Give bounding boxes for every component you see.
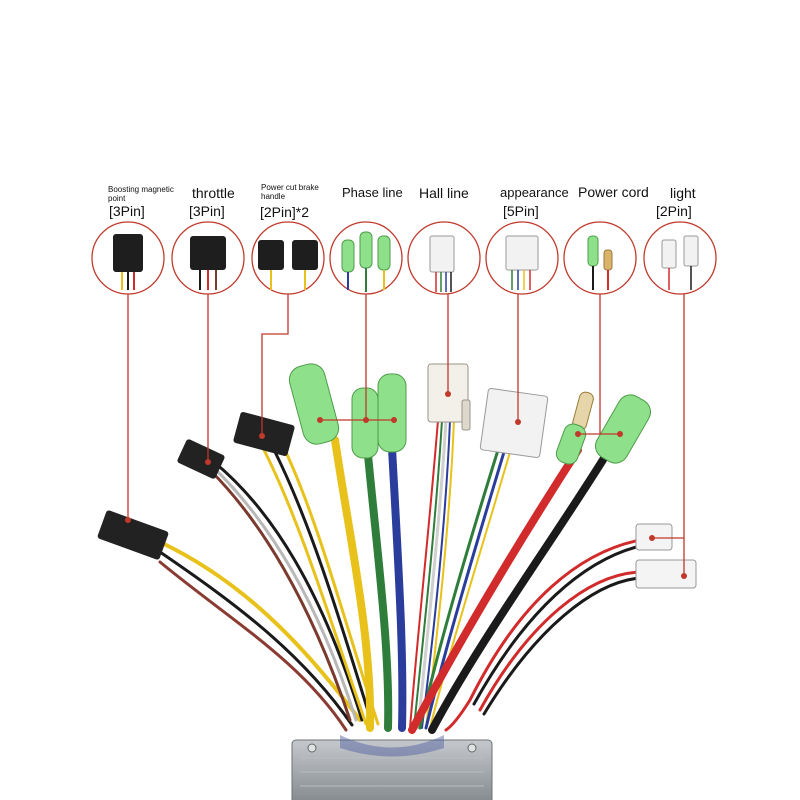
label-boosting-magnetic-point: Boosting magnetic point bbox=[108, 185, 174, 203]
mini-connector-light bbox=[661, 235, 699, 290]
connector-boosting-magnetic-point bbox=[97, 510, 169, 560]
pointer-dots bbox=[125, 391, 687, 579]
pins-throttle: [3Pin] bbox=[189, 203, 225, 219]
pins-light: [2Pin] bbox=[656, 203, 692, 219]
label-throttle: throttle bbox=[192, 185, 235, 201]
mini-connector-appearance bbox=[505, 235, 539, 290]
label-power-cut-brake-handle: Power cut brake handle bbox=[261, 183, 319, 201]
label-phase-line: Phase line bbox=[342, 185, 403, 200]
label-hall-line: Hall line bbox=[419, 185, 469, 201]
connector-light bbox=[635, 523, 697, 589]
connector-appearance bbox=[479, 388, 549, 458]
mini-connector-brake bbox=[258, 240, 318, 290]
mini-connector-throttle bbox=[190, 236, 226, 290]
detail-circle-power-cord bbox=[563, 221, 637, 295]
mini-connector-phase bbox=[341, 231, 391, 292]
pins-power-cut-brake-handle: [2Pin]*2 bbox=[260, 204, 310, 220]
mini-connector-hall bbox=[429, 235, 455, 292]
pointer-brake bbox=[261, 294, 289, 436]
label-appearance: appearance bbox=[500, 185, 569, 200]
mini-connector-boosting bbox=[113, 234, 143, 290]
wires bbox=[158, 418, 642, 734]
pins-appearance: [5Pin] bbox=[503, 203, 539, 219]
controller-housing bbox=[291, 735, 493, 800]
connector-phase bbox=[288, 363, 407, 459]
label-light: light bbox=[670, 185, 696, 201]
connector-power-cord bbox=[555, 391, 651, 465]
pins-boosting-magnetic-point: [3Pin] bbox=[109, 203, 145, 219]
connector-throttle bbox=[177, 439, 225, 479]
connector-hall bbox=[427, 363, 471, 431]
detail-circle-light bbox=[643, 221, 717, 295]
label-power-cord: Power cord bbox=[578, 184, 649, 200]
mini-connector-power-cord bbox=[587, 235, 613, 290]
detail-circles bbox=[91, 221, 717, 295]
